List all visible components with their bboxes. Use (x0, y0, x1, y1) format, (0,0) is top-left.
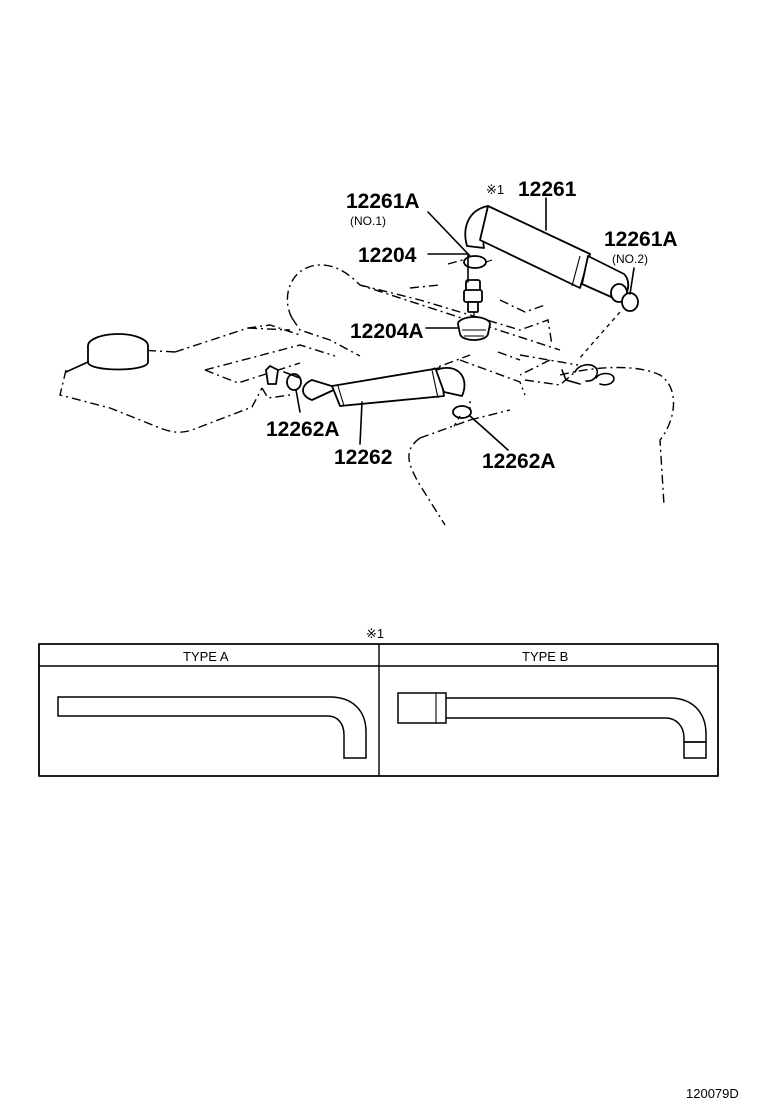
callout-12204: 12204 (358, 244, 417, 267)
type-b-hose-drawing (397, 692, 707, 759)
intake-chamber-outline (408, 363, 675, 526)
clamp-12262A-left (265, 365, 302, 391)
callout-12262: 12262 (334, 446, 392, 469)
clamp-12261A-no2 (621, 292, 639, 312)
table-mark: ※1 (366, 626, 384, 641)
callout-12261A-no2-note: (NO.2) (612, 252, 648, 266)
type-table: ※1 TYPE A TYPE B (38, 626, 719, 777)
clamp-12262A-right (452, 405, 472, 419)
type-a-hose-drawing (57, 696, 367, 759)
table-header-type-b: TYPE B (522, 649, 568, 664)
callout-12262A-left: 12262A (266, 418, 340, 441)
pcv-valve-12204 (463, 279, 483, 313)
callout-12262A-right: 12262A (482, 450, 556, 473)
callout-12261A-no2: 12261A (604, 228, 678, 251)
callout-12261A-no1-note: (NO.1) (350, 214, 386, 228)
callout-12261: 12261 (518, 178, 577, 201)
leader-lines (295, 197, 635, 451)
clamp-12261A-no1 (463, 255, 493, 269)
diagram-code: 120079D (686, 1086, 739, 1101)
grommet-12204A (457, 316, 491, 341)
oil-filler-cap (65, 333, 149, 373)
callout-12204A: 12204A (350, 320, 424, 343)
table-header-type-a: TYPE A (183, 649, 229, 664)
callout-12261-mark: ※1 (486, 182, 504, 197)
hose-12262 (302, 367, 466, 407)
callout-12261A-no1: 12261A (346, 190, 420, 213)
